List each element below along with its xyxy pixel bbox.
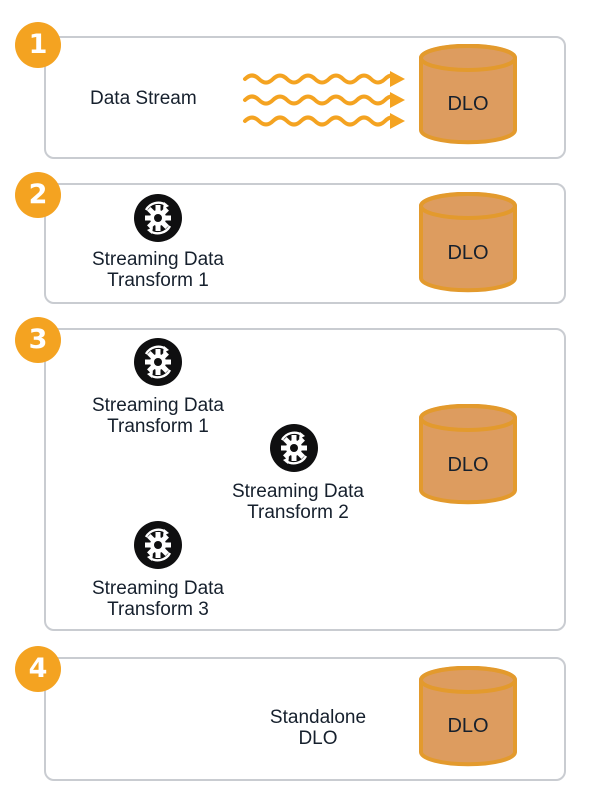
dlo-label-2: DLO (447, 242, 489, 264)
dlo-cylinder-2 (419, 192, 517, 293)
gear-sync-icon (134, 194, 182, 242)
step-badge-2: 2 (15, 172, 61, 218)
transform-label-p3-2: Streaming Data Transform 2 (231, 481, 364, 523)
dlo-cylinder-1 (419, 44, 517, 145)
transform-label-p3-1: Streaming Data Transform 1 (91, 395, 224, 437)
data-stream-label: Data Stream (90, 88, 197, 109)
transform-label-p2: Streaming Data Transform 1 (91, 249, 224, 291)
step-badge-3: 3 (15, 317, 61, 363)
dlo-label-3: DLO (447, 454, 489, 476)
gear-sync-icon (134, 338, 182, 386)
step-badge-1: 1 (15, 22, 61, 68)
gear-sync-icon (270, 424, 318, 472)
dlo-label-1: DLO (447, 93, 489, 115)
standalone-dlo-label: Standalone DLO (269, 707, 367, 749)
dlo-cylinder-4 (419, 666, 517, 767)
transform-label-p3-3: Streaming Data Transform 3 (91, 578, 224, 620)
dlo-label-4: DLO (447, 715, 489, 737)
step-badge-4: 4 (15, 646, 61, 692)
wavy-arrows-icon (243, 71, 405, 129)
dlo-cylinder-3 (419, 404, 517, 505)
gear-sync-icon (134, 521, 182, 569)
